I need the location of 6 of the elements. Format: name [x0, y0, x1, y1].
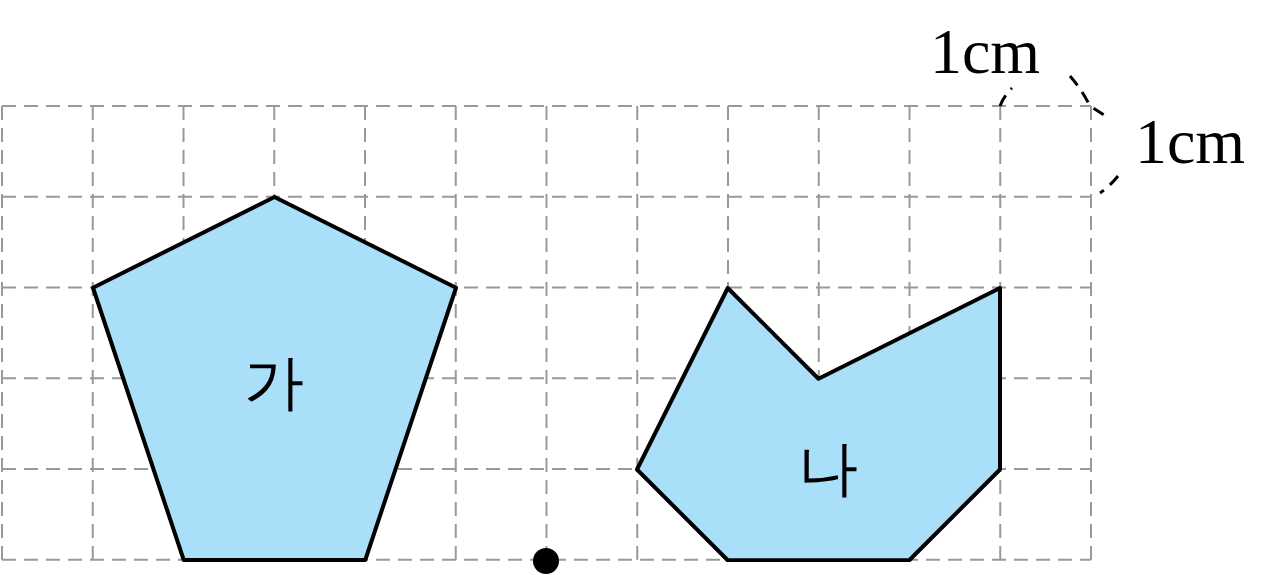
- polygon-shape: [90, 194, 458, 562]
- shape-label: 나: [797, 439, 858, 499]
- shape-label: 가: [244, 352, 305, 413]
- dimension-label: 1cm: [1134, 110, 1246, 174]
- polygon-shape: [635, 285, 1003, 562]
- dimension-label: 1cm: [929, 20, 1041, 84]
